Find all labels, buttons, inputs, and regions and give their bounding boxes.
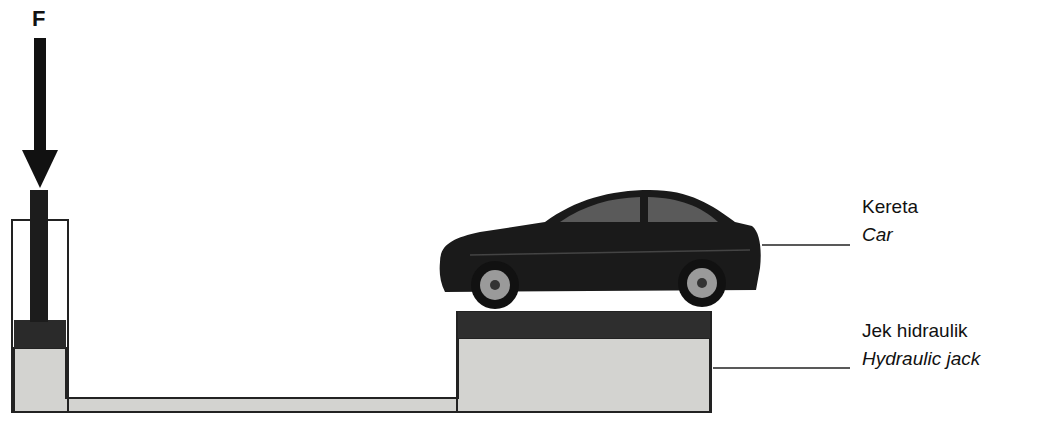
- piston-rod: [30, 190, 48, 322]
- part-label-english: Hydraulic jack: [862, 348, 980, 371]
- large-piston: [458, 312, 710, 338]
- small-piston: [14, 320, 66, 348]
- part-label-english: Car: [862, 224, 893, 247]
- hydraulic-fluid: [14, 338, 710, 412]
- force-arrow: [22, 38, 58, 188]
- large-cylinder: [457, 312, 711, 412]
- force-label: F: [32, 6, 45, 32]
- leader-line: [762, 244, 850, 246]
- car: [440, 190, 761, 309]
- leader-line: [713, 367, 850, 369]
- part-label: Kereta: [862, 196, 918, 219]
- part-label: Jek hidraulik: [862, 320, 968, 343]
